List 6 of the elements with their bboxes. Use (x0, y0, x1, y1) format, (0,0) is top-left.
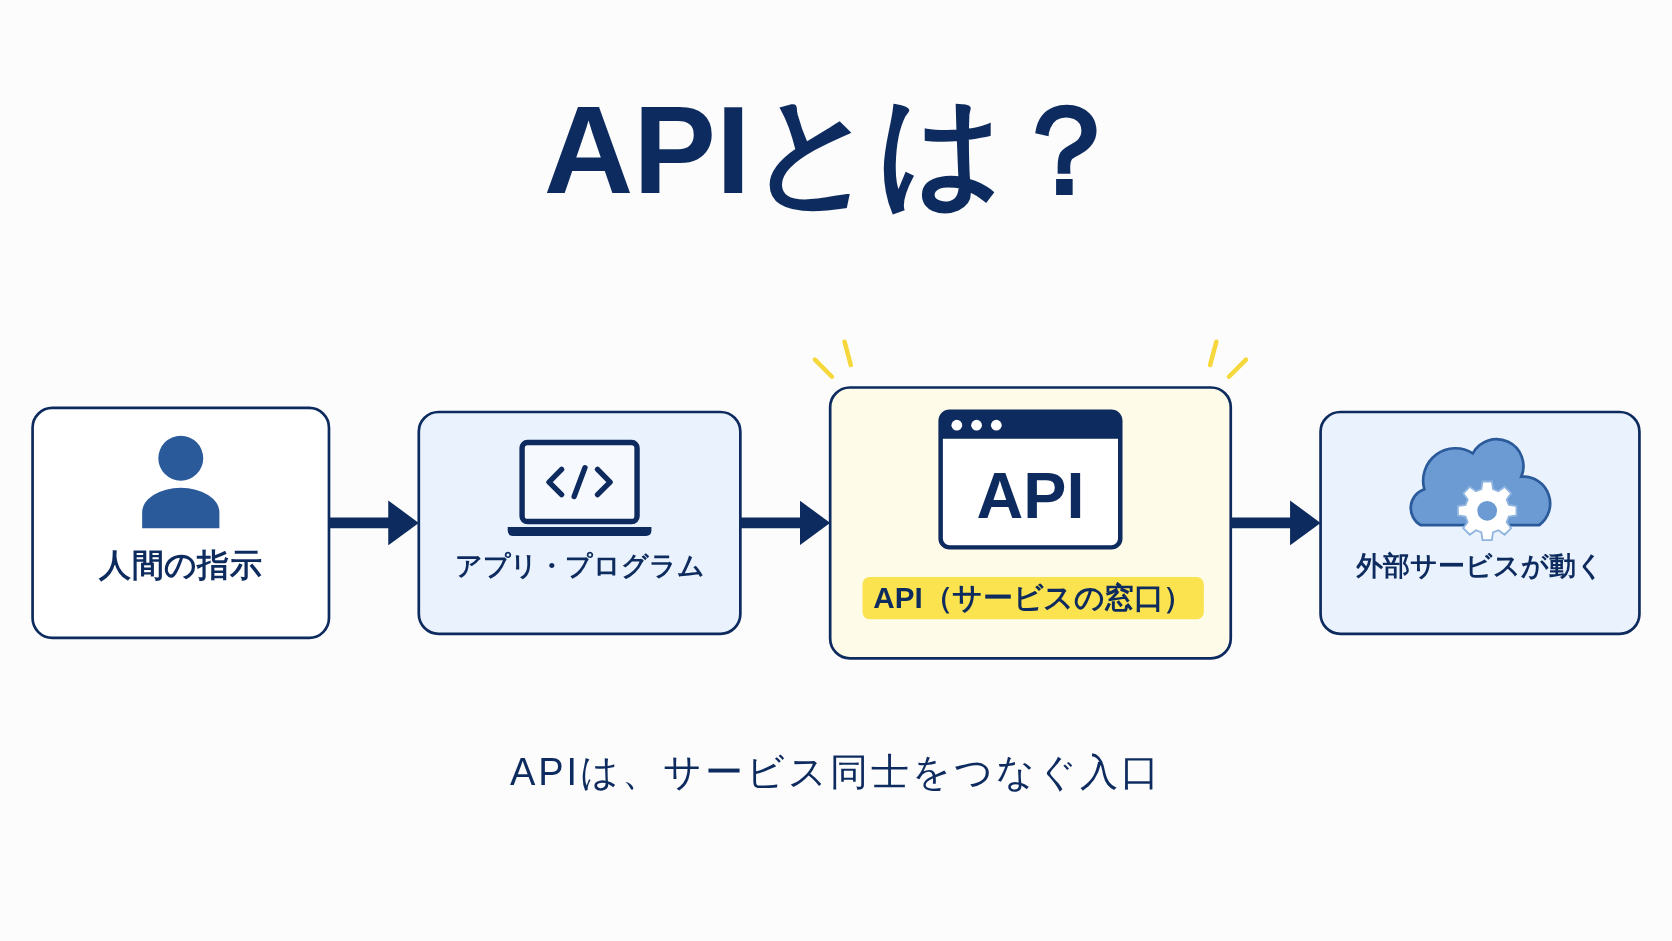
node-box: 外部サービスが動く (1319, 410, 1641, 636)
node-box: API API（サービスの窓口） (828, 386, 1233, 660)
caption: APIは、サービス同士をつなぐ入口 (509, 750, 1163, 795)
title: APIとは？ (543, 80, 1129, 221)
node-box: アプリ・プログラム (417, 410, 742, 636)
node-box: 人間の指示 (31, 406, 331, 640)
